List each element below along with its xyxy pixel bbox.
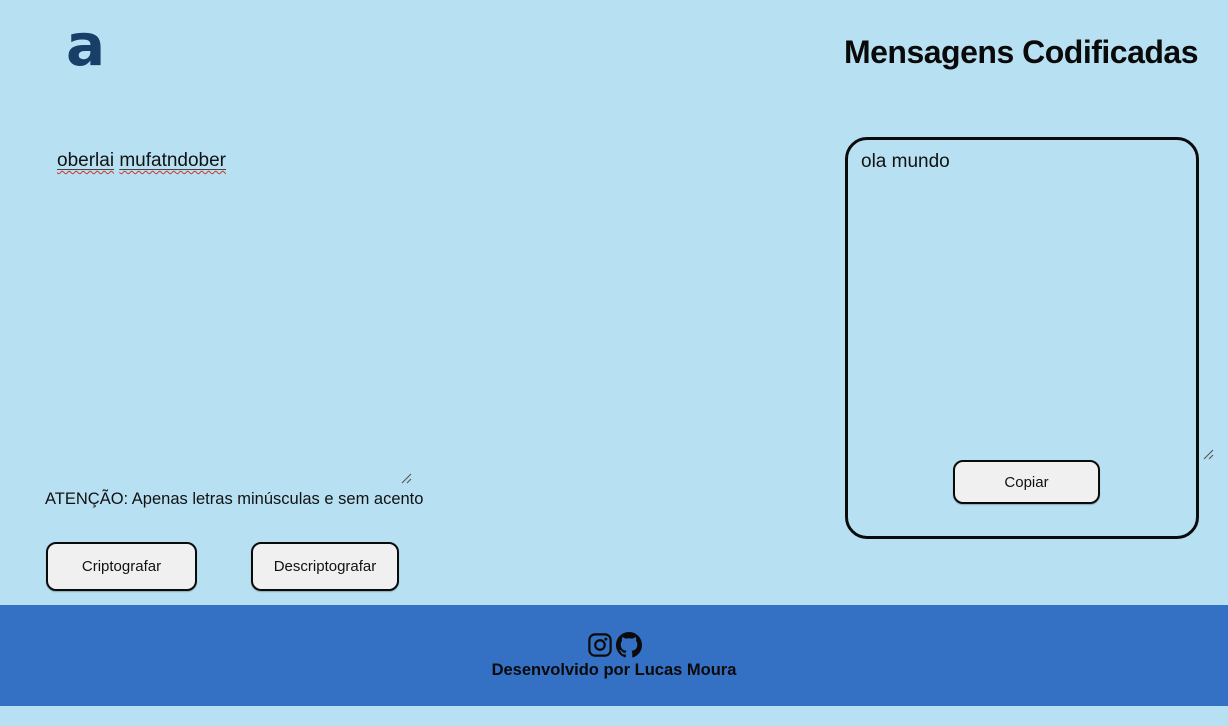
resize-grip-icon[interactable] bbox=[1203, 447, 1214, 460]
footer: Desenvolvido por Lucas Moura bbox=[0, 605, 1228, 706]
encrypt-button[interactable]: Criptografar bbox=[46, 542, 197, 591]
instagram-icon[interactable] bbox=[587, 632, 613, 658]
misspelled-word: oberlai bbox=[57, 150, 115, 171]
resize-grip-icon[interactable] bbox=[401, 471, 412, 484]
warning-text: ATENÇÃO: Apenas letras minúsculas e sem … bbox=[45, 490, 424, 508]
misspelled-word: mufatndober bbox=[119, 150, 227, 171]
output-panel: ola mundo Copiar bbox=[845, 137, 1199, 539]
app-logo: a bbox=[66, 11, 106, 79]
decrypt-button[interactable]: Descriptografar bbox=[251, 542, 399, 591]
copy-button[interactable]: Copiar bbox=[953, 460, 1100, 504]
github-icon[interactable] bbox=[615, 631, 642, 658]
message-input[interactable]: oberlai mufatndober bbox=[45, 138, 413, 483]
output-textarea[interactable]: ola mundo bbox=[861, 151, 950, 172]
credit-text: Desenvolvido por Lucas Moura bbox=[491, 660, 737, 679]
footer-social-links bbox=[587, 631, 642, 658]
page-title: Mensagens Codificadas bbox=[843, 34, 1199, 70]
